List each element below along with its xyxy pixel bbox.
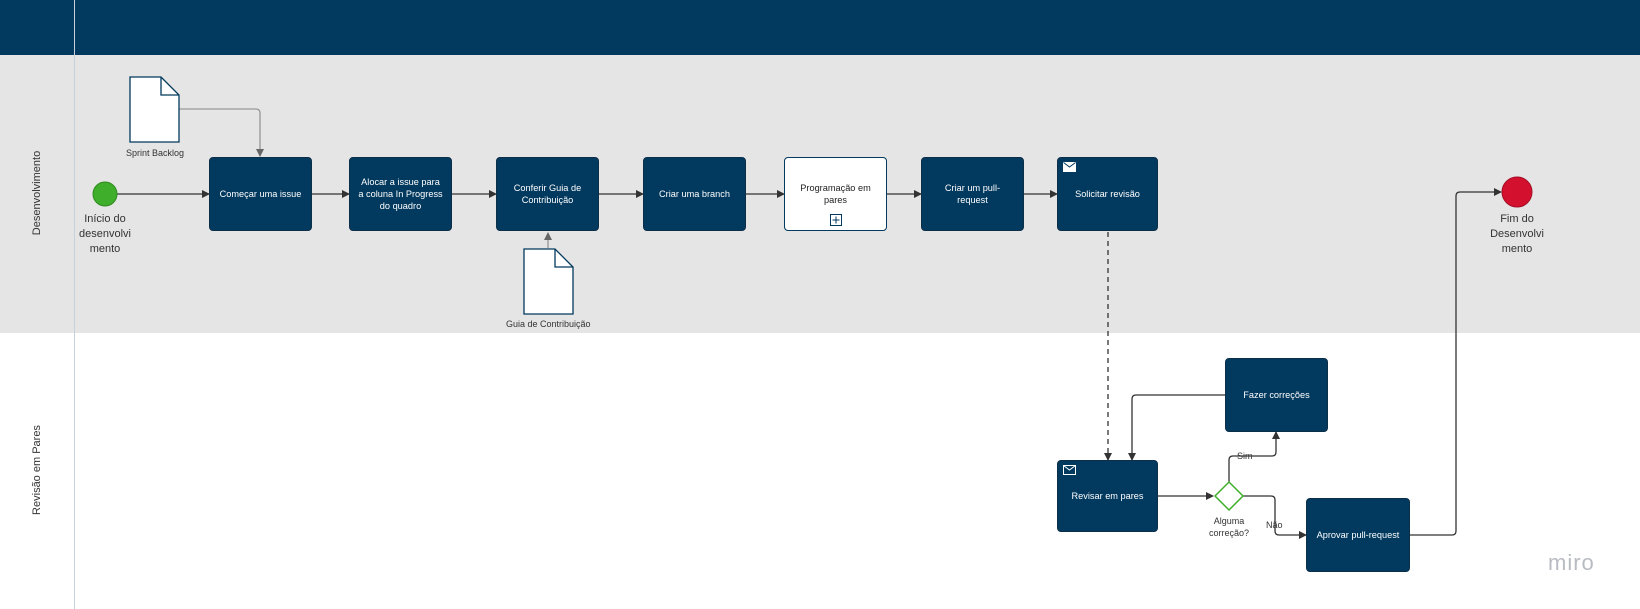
task-label: Solicitar revisão — [1075, 189, 1140, 199]
association-backlog-to-comecar — [179, 108, 264, 157]
task-comecar-issue[interactable]: Começar uma issue — [209, 157, 312, 231]
lane-header-divider — [74, 0, 75, 609]
guia-contribuicao-label: Guia de Contribuição — [506, 319, 591, 329]
task-criar-branch[interactable]: Criar uma branch — [643, 157, 746, 231]
miro-watermark-logo: miro — [1548, 550, 1595, 575]
flow-gateway-yes-to-correcoes — [1228, 431, 1280, 482]
task-criar-pull-request[interactable]: Criar um pull-request — [921, 157, 1024, 231]
subprocess-label: Programação em pares — [800, 183, 871, 205]
plus-square-icon — [829, 214, 842, 226]
task-fazer-correcoes[interactable]: Fazer correções — [1225, 358, 1328, 432]
task-solicitar-revisao[interactable]: Solicitar revisão — [1057, 157, 1158, 231]
flow-gateway-no-to-aprovar — [1243, 495, 1307, 539]
task-aprovar-pull-request[interactable]: Aprovar pull-request — [1306, 498, 1410, 572]
gateway-yes-label: Sim — [1237, 451, 1253, 461]
sprint-backlog-document-icon — [129, 76, 180, 143]
sprint-backlog-label: Sprint Backlog — [126, 148, 185, 158]
end-event-label: Fim do Desenvolvi mento — [1490, 213, 1544, 255]
subprocess-programacao-pares[interactable]: Programação em pares — [784, 157, 887, 231]
gateway-label: Alguma correção? — [1208, 516, 1250, 538]
correction-gateway — [1213, 480, 1245, 512]
guia-contribuicao-document-icon — [523, 248, 574, 315]
board-header-band — [0, 0, 1640, 55]
task-alocar-issue[interactable]: Alocar a issue para a coluna In Progress… — [349, 157, 452, 231]
task-label: Revisar em pares — [1071, 491, 1144, 501]
envelope-icon — [1063, 465, 1076, 475]
gateway-no-label: Não — [1266, 520, 1283, 530]
start-event-label: Início do desenvolvi mento — [79, 213, 131, 255]
flow-aprovar-to-end — [1410, 188, 1502, 536]
end-event — [1501, 176, 1533, 208]
flow-correcoes-to-revisar — [1128, 394, 1225, 461]
task-revisar-pares[interactable]: Revisar em pares — [1057, 460, 1158, 532]
envelope-icon — [1063, 162, 1076, 172]
start-event — [92, 181, 118, 207]
task-conferir-guia[interactable]: Conferir Guia de Contribuição — [496, 157, 599, 231]
